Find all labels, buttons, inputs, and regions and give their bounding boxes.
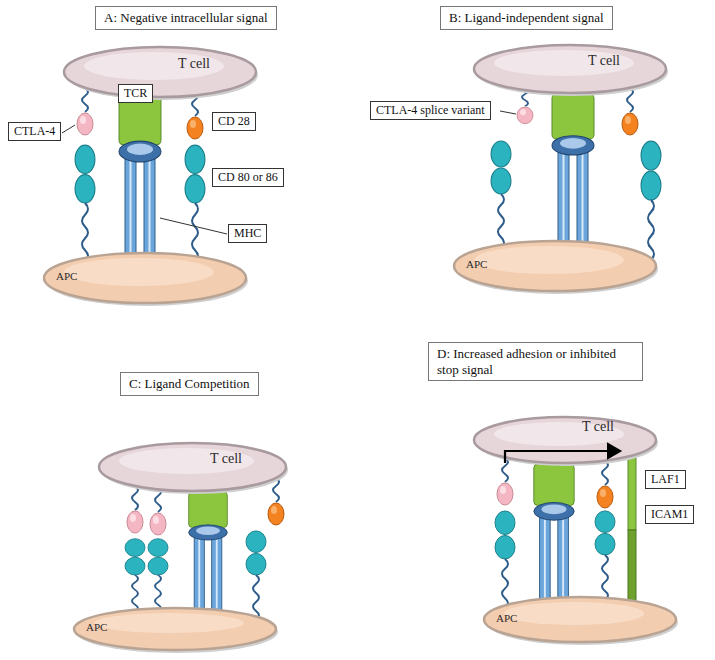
label-box: MHC [228, 224, 267, 243]
ctla4-molecule [497, 458, 513, 505]
cell-highlight [494, 50, 634, 76]
t-cell: T cell [470, 412, 660, 468]
apc-cell: APC [40, 248, 250, 308]
label-box: TCR [118, 84, 153, 103]
leader-line [160, 218, 227, 234]
cd80-molecule [185, 145, 205, 262]
ctla4-molecule [127, 486, 143, 533]
cell-highlight [119, 448, 254, 474]
title-text: D: Increased adhesion or inhibited stop … [437, 346, 634, 377]
t-cell: T cell [470, 40, 670, 98]
label-box: CTLA-4 [8, 122, 61, 141]
cell-outline [470, 412, 660, 468]
label-box: CTLA-4 splice variant [370, 101, 491, 120]
cd28-molecule [268, 478, 284, 525]
cd28-molecule [187, 92, 203, 139]
icam1-rod [628, 530, 636, 602]
label-box: ICAM1 [645, 505, 694, 524]
cell-body [44, 253, 246, 303]
apc-cell: APC [70, 603, 280, 655]
cd80-molecule [495, 511, 515, 608]
cell-highlight [64, 258, 214, 286]
ctla4-molecule [150, 488, 166, 535]
cell-label: T cell [582, 419, 614, 435]
tcr-mhc-complex [189, 492, 228, 610]
panel-title: B: Ligand-independent signal [440, 6, 613, 30]
tcr-mhc-complex [534, 464, 574, 602]
t-cell: T cell [95, 438, 290, 496]
cell-label: T cell [210, 451, 242, 467]
label-text: CTLA-4 [14, 124, 55, 139]
label-box: CD 80 or 86 [212, 168, 284, 187]
apc-cell: APC [480, 592, 680, 647]
label-box: CD 28 [212, 112, 256, 131]
label-text: CTLA-4 splice variant [376, 103, 485, 118]
cd80-molecule [595, 511, 615, 600]
cell-label: APC [56, 270, 77, 282]
cell-outline [95, 438, 290, 496]
cell-body [484, 597, 676, 642]
cell-label: APC [496, 612, 517, 624]
cd80-molecule [491, 141, 511, 248]
label-text: CD 80 or 86 [218, 170, 278, 185]
t-cell: T cell [60, 42, 260, 102]
cell-label: APC [86, 621, 107, 633]
cd80-molecule [246, 531, 266, 620]
label-text: TCR [124, 86, 147, 101]
cd80-molecule [148, 539, 168, 612]
cell-highlight [474, 246, 624, 274]
cell-label: APC [466, 258, 487, 270]
label-text: CD 28 [218, 114, 250, 129]
panel-title: D: Increased adhesion or inhibited stop … [428, 342, 643, 381]
cell-body [64, 47, 256, 97]
leader-line [500, 111, 516, 114]
tcr-mhc-complex [119, 96, 161, 258]
ctla4-molecule [77, 88, 93, 135]
label-box: LAF1 [645, 470, 686, 489]
title-text: A: Negative intracellular signal [104, 10, 268, 26]
cell-label: T cell [178, 56, 210, 72]
tcr-mhc-complex [552, 94, 594, 244]
cell-highlight [94, 613, 244, 633]
cell-body [74, 608, 276, 650]
lfa1-rod [628, 456, 636, 530]
apc-cell: APC [450, 236, 660, 296]
cell-body [474, 417, 656, 463]
cell-highlight [504, 602, 644, 625]
cd80-molecule [641, 141, 661, 260]
title-text: B: Ligand-independent signal [449, 10, 604, 26]
cell-body [474, 45, 666, 93]
cd80-molecule [75, 145, 95, 262]
label-text: MHC [234, 226, 261, 241]
cell-label: T cell [588, 53, 620, 69]
cell-outline [60, 42, 260, 102]
panel-title: A: Negative intracellular signal [95, 6, 277, 30]
cd80-molecule [125, 539, 145, 612]
leader-line [62, 125, 75, 133]
cd28-molecule [597, 461, 613, 508]
title-text: C: Ligand Competition [129, 376, 250, 392]
cell-body [99, 443, 286, 491]
cell-highlight [84, 52, 224, 80]
panel-title: C: Ligand Competition [120, 372, 259, 396]
label-text: ICAM1 [651, 507, 688, 522]
cell-outline [470, 40, 670, 98]
cell-body [454, 241, 656, 291]
cd28-molecule [622, 88, 638, 135]
label-text: LAF1 [651, 472, 680, 487]
